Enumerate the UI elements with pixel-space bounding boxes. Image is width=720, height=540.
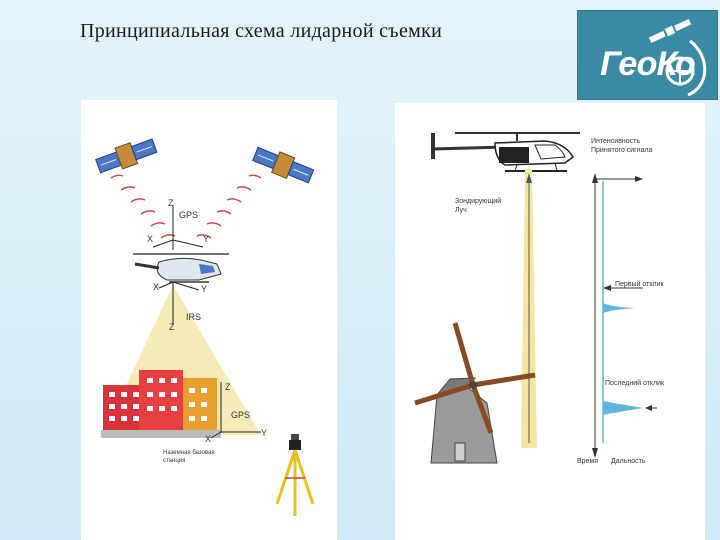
axis-x-ground: X: [205, 434, 211, 444]
intensity-label-2: Принятого сигнала: [591, 147, 653, 154]
axis-y-ground: Y: [261, 428, 267, 438]
gps-label-ground: GPS: [231, 410, 250, 420]
axis-z-lower: Z: [169, 322, 175, 332]
last-echo-pulse: [603, 401, 643, 415]
base-station-label-1: Наземная базовая: [163, 450, 215, 456]
axis-y-lower: Y: [201, 284, 207, 294]
intensity-label-1: Интенсивность: [591, 138, 640, 145]
satellite-globe-icon: [648, 18, 707, 97]
gps-signal-waves-right: [196, 174, 262, 239]
axis-x-lower: X: [153, 282, 159, 292]
axis-x-upper: X: [147, 234, 153, 244]
company-logo: ГеоКо: [577, 10, 718, 100]
tripod-base-station-icon: [275, 434, 315, 516]
gps-axes-upper: [152, 205, 204, 250]
axis-z-upper: Z: [168, 198, 174, 208]
base-station-label-2: станция: [163, 458, 185, 464]
building-icon: [101, 370, 221, 438]
gps-label-upper: GPS: [179, 210, 198, 220]
first-echo-label: Первый отклик: [615, 280, 665, 288]
last-echo-label: Последний отклик: [605, 379, 665, 387]
gps-signal-waves-left: [110, 174, 176, 239]
irs-axes: [158, 281, 200, 325]
ground-gps-axes: [210, 382, 261, 439]
range-label: Дальность: [611, 458, 646, 465]
satellite-right-icon: [252, 146, 315, 184]
irs-label: IRS: [186, 312, 201, 322]
lidar-signal-diagram: Интенсивность Принятого сигнала Зондирую…: [395, 103, 705, 540]
windmill-icon: [414, 322, 536, 464]
helicopter-side-icon: [431, 132, 580, 172]
time-label: Время: [577, 458, 598, 465]
aerial-survey-diagram: Z GPS X Y X Y IRS Z: [81, 100, 337, 540]
probe-beam-label-1: Зондирующий: [455, 197, 501, 205]
page-title: Принципиальная схема лидарной съемки: [80, 20, 443, 42]
satellite-left-icon: [95, 138, 158, 174]
axis-z-ground: Z: [225, 382, 231, 392]
probe-beam-label-2: Луч: [455, 207, 467, 214]
helicopter-icon: [133, 253, 229, 283]
logo-text: ГеоКо: [600, 45, 696, 83]
axis-y-upper: Y: [203, 234, 209, 244]
first-echo-pulse: [603, 303, 635, 313]
